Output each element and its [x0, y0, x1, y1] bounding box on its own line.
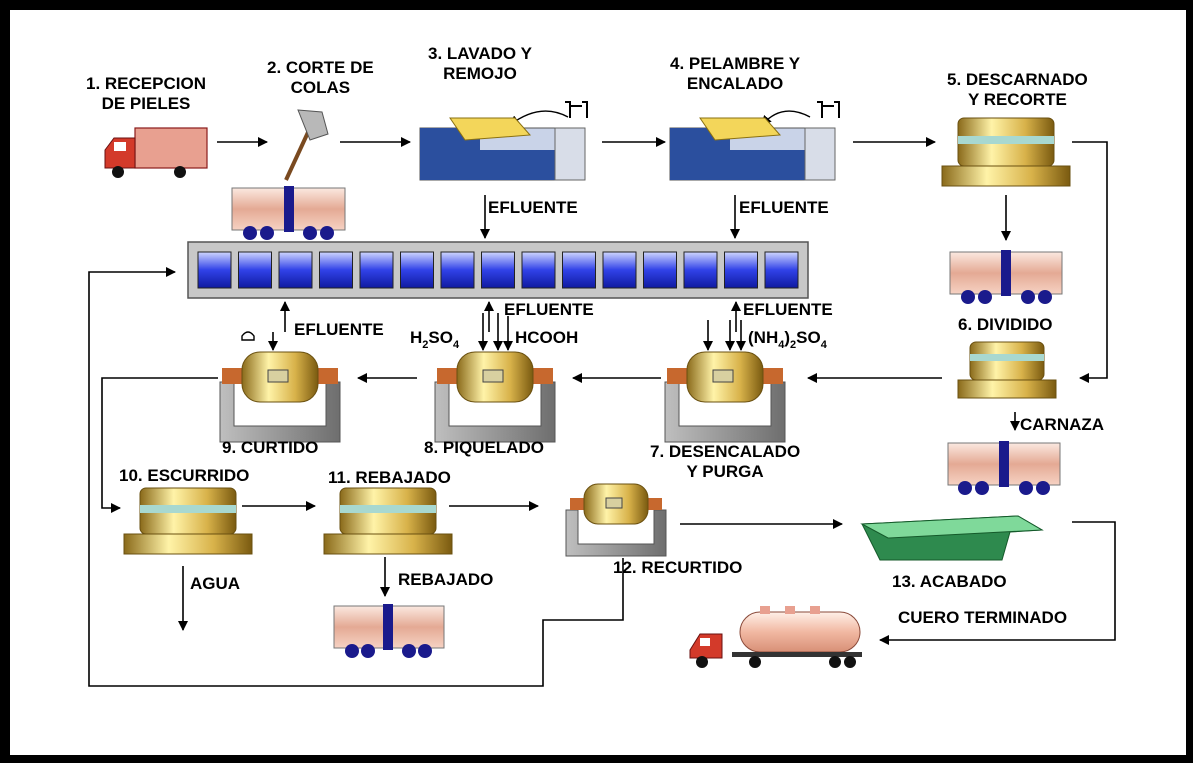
process-diagram: [88, 101, 1116, 687]
efluente-3-label: EFLUENTE: [488, 198, 578, 217]
efluente-9-label: EFLUENTE: [294, 320, 384, 339]
waste-trailer-1: [231, 186, 346, 240]
step4-line1: 4. PELAMBRE Y: [670, 54, 801, 73]
agua-label: AGUA: [190, 574, 241, 593]
efluente-8-label: EFLUENTE: [504, 300, 594, 319]
drum-9: [219, 351, 341, 443]
carnaza-label: CARNAZA: [1020, 415, 1105, 434]
step6-label: 6. DIVIDIDO: [958, 315, 1053, 334]
step4-label: 4. PELAMBRE Y ENCALADO: [670, 54, 800, 94]
h2so4-sub4: 4: [452, 339, 460, 351]
step13-label: 13. ACABADO: [892, 572, 1007, 591]
channel-cell: [278, 251, 313, 289]
channel-cell: [481, 251, 515, 289]
waste-trailer-11: [333, 604, 445, 658]
step12-label: 12. RECURTIDO: [613, 558, 743, 577]
step7-line2: Y PURGA: [686, 462, 764, 481]
h2so4-so: SO: [428, 328, 453, 347]
channel-cell: [319, 251, 353, 289]
drum-12: [565, 483, 667, 557]
step2-label: 2. CORTE DE COLAS: [267, 58, 374, 98]
channel-cell: [683, 251, 718, 289]
press-machine-6: [957, 341, 1057, 399]
h2so4-sub2: 2: [422, 339, 429, 351]
tanker-truck-icon: [689, 606, 862, 668]
nh4-sub2: 2: [790, 339, 797, 351]
axe-icon: [284, 109, 329, 181]
h2so4-label: H2SO4: [410, 328, 460, 351]
nh4so4-label: (NH4)2SO4: [748, 328, 827, 351]
efluente-4-label: EFLUENTE: [739, 198, 829, 217]
channel-cell: [521, 251, 556, 289]
hcooh-label: HCOOH: [515, 328, 579, 347]
step11-label: 11. REBAJADO: [328, 468, 451, 487]
flow-arrows: [88, 137, 1116, 687]
channel-cell: [440, 251, 475, 289]
nh4-open: (NH: [748, 328, 779, 347]
wash-tank-3: [419, 101, 588, 181]
step5-line2: Y RECORTE: [967, 90, 1067, 109]
press-machine-10: [123, 487, 253, 555]
step1-line2: DE PIELES: [101, 94, 191, 113]
channel-cell: [400, 251, 434, 289]
step10-label: 10. ESCURRIDO: [119, 466, 250, 485]
step9-label: 9. CURTIDO: [222, 438, 319, 457]
nh4-so: SO: [796, 328, 821, 347]
rebajado-waste-label: REBAJADO: [398, 570, 494, 589]
step1-label: 1. RECEPCION DE PIELES: [86, 74, 206, 114]
h2so4-h: H: [410, 328, 423, 347]
diagram-frame: 1. RECEPCION DE PIELES 2. CORTE DE COLAS…: [9, 9, 1187, 756]
finishing-table: [860, 515, 1044, 561]
step4-line2: ENCALADO: [686, 74, 784, 93]
waste-trailer-5: [949, 250, 1063, 304]
press-machine-5: [941, 117, 1071, 187]
channel-cell: [359, 251, 394, 289]
nh4-sub4: 4: [778, 339, 785, 351]
wash-tank-4: [669, 101, 840, 181]
step1-line1: 1. RECEPCION: [86, 74, 206, 93]
step5-label: 5. DESCARNADO Y RECORTE: [947, 70, 1088, 110]
step8-label: 8. PIQUELADO: [424, 438, 544, 457]
channel-cell: [764, 251, 799, 289]
nh4-close: ): [784, 328, 791, 347]
step3-label: 3. LAVADO Y REMOJO: [428, 44, 532, 84]
channel-cell: [724, 251, 758, 289]
waste-trailer-6: [947, 441, 1061, 495]
press-machine-11: [323, 487, 453, 555]
step2-line2: COLAS: [290, 78, 351, 97]
nh4-sub4b: 4: [820, 339, 827, 351]
channel-cell: [602, 251, 637, 289]
faucet-icon: [241, 331, 255, 341]
drum-7: [664, 351, 786, 443]
channel-cells: [197, 251, 799, 289]
step7-label: 7. DESENCALADO Y PURGA: [650, 442, 800, 482]
channel-cell: [238, 251, 272, 289]
step7-line1: 7. DESENCALADO: [650, 442, 801, 461]
step3-line1: 3. LAVADO Y: [428, 44, 532, 63]
efluente-7-label: EFLUENTE: [743, 300, 833, 319]
channel-cell: [562, 251, 596, 289]
channel-cell: [197, 251, 232, 289]
cuero-terminado-label: CUERO TERMINADO: [898, 608, 1068, 627]
step5-line1: 5. DESCARNADO: [947, 70, 1088, 89]
step3-line2: REMOJO: [443, 64, 517, 83]
drum-8: [434, 351, 556, 443]
step2-line1: 2. CORTE DE: [267, 58, 374, 77]
channel-cell: [643, 251, 677, 289]
truck-icon: [104, 127, 208, 178]
